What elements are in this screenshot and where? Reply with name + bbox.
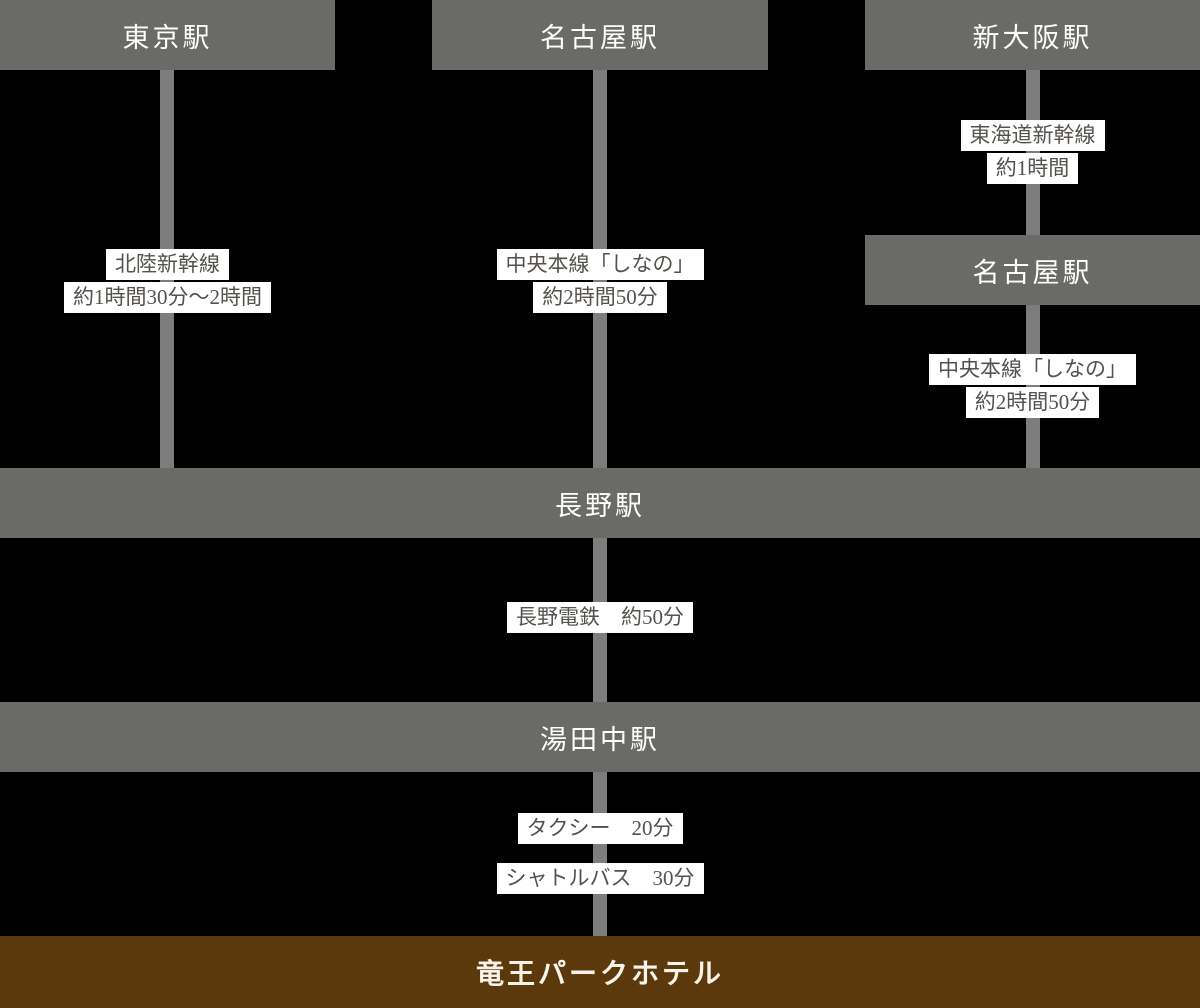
route-label-shinano-center: 中央本線「しなの」 約2時間50分 — [432, 249, 768, 315]
station-bar-nagano: 長野駅 — [0, 468, 1200, 538]
route-label-shinano-right: 中央本線「しなの」 約2時間50分 — [865, 354, 1200, 420]
route-line-name: シャトルバス 30分 — [496, 863, 704, 894]
station-box-nagoya-transfer: 名古屋駅 — [865, 235, 1200, 305]
hotel-bar: 竜王パークホテル — [0, 936, 1200, 1008]
route-line-name: 東海道新幹線 — [960, 120, 1105, 151]
station-label-yudanaka: 湯田中駅 — [540, 724, 660, 755]
station-box-nagoya: 名古屋駅 — [432, 0, 768, 70]
route-line-name: 長野電鉄 約50分 — [507, 602, 693, 633]
station-label-nagoya-transfer: 名古屋駅 — [972, 257, 1093, 288]
route-label-shuttle-bus: シャトルバス 30分 — [432, 863, 768, 896]
route-duration: 約1時間30分〜2時間 — [64, 282, 271, 313]
station-bar-yudanaka: 湯田中駅 — [0, 702, 1200, 772]
route-label-tokaido-shinkansen: 東海道新幹線 約1時間 — [865, 120, 1200, 186]
route-line-name: 中央本線「しなの」 — [496, 249, 704, 280]
station-label-nagano: 長野駅 — [555, 490, 645, 521]
route-duration: 約2時間50分 — [533, 282, 667, 313]
station-label-nagoya: 名古屋駅 — [540, 22, 660, 53]
route-line-name: 北陸新幹線 — [106, 249, 229, 280]
station-label-tokyo: 東京駅 — [122, 22, 213, 53]
station-box-tokyo: 東京駅 — [0, 0, 335, 70]
route-label-hokuriku-shinkansen: 北陸新幹線 約1時間30分〜2時間 — [0, 249, 335, 315]
route-line-name: タクシー 20分 — [517, 813, 683, 844]
station-box-shinosaka: 新大阪駅 — [865, 0, 1200, 70]
route-label-taxi: タクシー 20分 — [432, 813, 768, 846]
route-duration: 約1時間 — [986, 153, 1079, 184]
route-line-name: 中央本線「しなの」 — [929, 354, 1136, 385]
hotel-label: 竜王パークホテル — [475, 959, 724, 990]
route-duration: 約2時間50分 — [965, 387, 1100, 418]
route-label-nagano-dentetsu: 長野電鉄 約50分 — [432, 602, 768, 635]
station-label-shinosaka: 新大阪駅 — [972, 22, 1093, 53]
